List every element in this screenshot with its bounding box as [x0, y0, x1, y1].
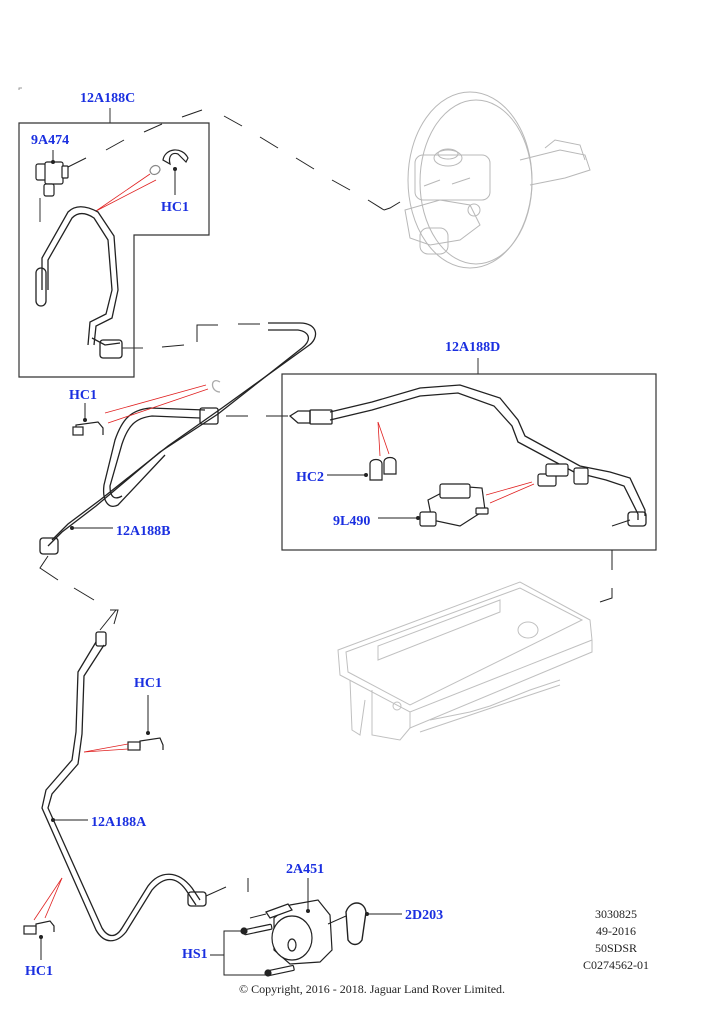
hose-c-tube — [35, 206, 123, 359]
pump-dot — [306, 909, 310, 913]
callout-hc1-top: HC1 — [161, 200, 189, 215]
highlight-line — [83, 743, 129, 753]
hose-clip-icon — [72, 421, 104, 436]
callout-hc2: HC2 — [296, 470, 324, 485]
vacuum-sensor-icon — [35, 161, 69, 197]
corner-mark — [18, 87, 22, 90]
reference-line-2: 49-2016 — [596, 924, 636, 938]
highlight-line — [489, 483, 535, 504]
vacuum-pump-icon — [265, 899, 333, 965]
callout-12a188c: 12A188C — [80, 91, 136, 106]
brake-booster-illustration — [404, 91, 591, 269]
engine-sump-illustration — [337, 581, 593, 741]
sensor-leader-dot — [51, 160, 55, 164]
hose-a-tube — [41, 631, 207, 942]
highlight-line — [95, 173, 151, 212]
connector-plug-icon — [537, 463, 589, 487]
reference-line-1: 3030825 — [595, 907, 637, 921]
bolt-icon — [240, 923, 295, 977]
hose-clip-icon — [127, 737, 164, 751]
highlight-line — [44, 877, 63, 919]
hose-b-tube — [39, 322, 317, 555]
highlight-line — [95, 179, 157, 212]
gasket-dot — [365, 912, 369, 916]
pump-connector-line — [249, 913, 267, 919]
hose-d-frame — [281, 373, 657, 551]
highlight-line — [377, 421, 381, 457]
reference-line-4: C0274562-01 — [583, 958, 649, 972]
dashed-link-lines — [39, 415, 288, 625]
hose-a-dot — [51, 818, 55, 822]
hose-c-frame — [18, 122, 210, 378]
gasket-icon — [345, 902, 367, 946]
dashed-connector — [99, 609, 117, 631]
highlight-line — [485, 481, 533, 496]
callout-12a188a: 12A188A — [91, 815, 147, 830]
vacuum-solenoid-icon — [419, 483, 489, 527]
clip-top-dot — [173, 167, 177, 171]
clip-mid-dot — [83, 418, 87, 422]
connector-leader — [611, 519, 631, 527]
highlight-line — [83, 748, 129, 753]
highlight-line — [377, 421, 390, 455]
callout-12a188d: 12A188D — [445, 340, 501, 355]
clip-bottom-dot — [39, 935, 43, 939]
dashed-connector — [205, 886, 227, 897]
callout-hs1: HS1 — [182, 947, 208, 962]
reference-line-3: 50SDSR — [594, 941, 638, 955]
clip-lower-dot — [146, 731, 150, 735]
callout-12a188b: 12A188B — [116, 524, 171, 539]
hose-clip-hc2-icon — [369, 456, 397, 481]
callout-9l490: 9L490 — [333, 514, 371, 529]
solenoid-dot — [416, 516, 420, 520]
bolts-bracket — [210, 930, 266, 976]
hose-clip-icon — [23, 920, 55, 935]
hose-c-group — [18, 108, 210, 378]
hose-d-group — [281, 358, 657, 551]
gasket-connector — [327, 915, 347, 925]
hose-b-dot — [70, 526, 74, 530]
callout-2d203: 2D203 — [405, 908, 444, 923]
reference-block: 3030825 49-2016 50SDSR C0274562-01 — [574, 906, 658, 974]
highlight-line — [33, 877, 63, 921]
callout-2a451: 2A451 — [286, 862, 325, 877]
callout-hc1-lower: HC1 — [134, 676, 162, 691]
dashed-link-lines — [67, 109, 401, 348]
hose-clip-ghost-icon — [211, 380, 221, 393]
copyright-notice: © Copyright, 2016 - 2018. Jaguar Land Ro… — [238, 982, 506, 996]
highlight-line — [107, 388, 209, 424]
callout-9a474: 9A474 — [31, 133, 70, 148]
hose-clip-icon — [149, 149, 189, 176]
hose-d-tube — [288, 384, 647, 527]
callout-hc1-mid: HC1 — [69, 388, 97, 403]
dashed-link-lines — [599, 550, 613, 603]
clip-hc2-dot — [364, 473, 368, 477]
highlight-line — [104, 384, 207, 414]
callout-hc1-bottom: HC1 — [25, 964, 53, 979]
